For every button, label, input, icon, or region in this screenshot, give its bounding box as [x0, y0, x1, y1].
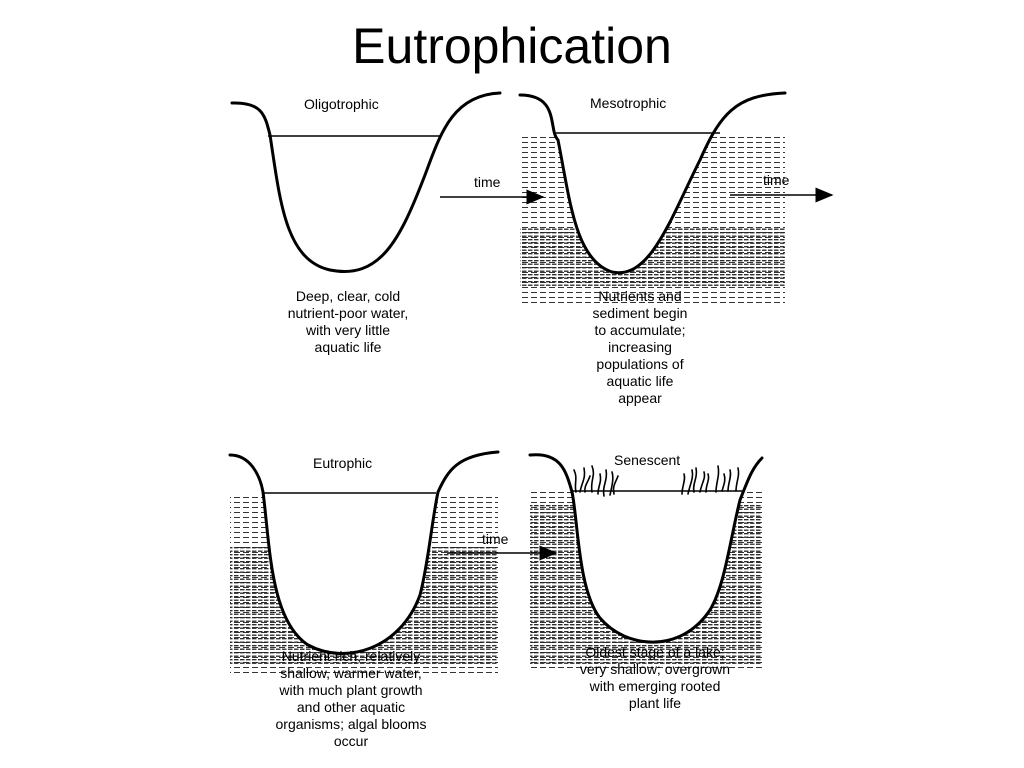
time-label-2: time	[763, 172, 790, 188]
stage-label-oligotrophic: Oligotrophic	[304, 96, 379, 112]
stage-label-senescent: Senescent	[614, 452, 681, 468]
emergent-plants-left	[573, 465, 619, 497]
caption-senescent: Oldest stage of a lake; very shallow; ov…	[579, 644, 731, 711]
page-title: Eutrophication	[352, 18, 672, 74]
basin-outline	[230, 91, 502, 273]
emergent-plants-right	[681, 465, 740, 495]
time-label-3: time	[482, 531, 509, 547]
basin-outline	[518, 91, 787, 275]
basin-outline	[528, 453, 764, 644]
basin-outline	[228, 450, 500, 655]
time-label-1: time	[474, 174, 501, 190]
sediment-fill	[520, 228, 785, 288]
stage-label-eutrophic: Eutrophic	[313, 455, 373, 471]
basin-oligotrophic	[230, 91, 502, 273]
basin-eutrophic	[228, 450, 500, 673]
basin-mesotrophic	[518, 91, 787, 303]
caption-eutrophic: Nutrient rich, relatively shallow, warme…	[275, 648, 427, 749]
basin-senescent	[528, 453, 764, 671]
stage-label-mesotrophic: Mesotrophic	[590, 95, 667, 111]
caption-mesotrophic: Nutrients and sediment begin to accumula…	[592, 288, 688, 406]
caption-oligotrophic: Deep, clear, cold nutrient-poor water, w…	[287, 288, 409, 355]
